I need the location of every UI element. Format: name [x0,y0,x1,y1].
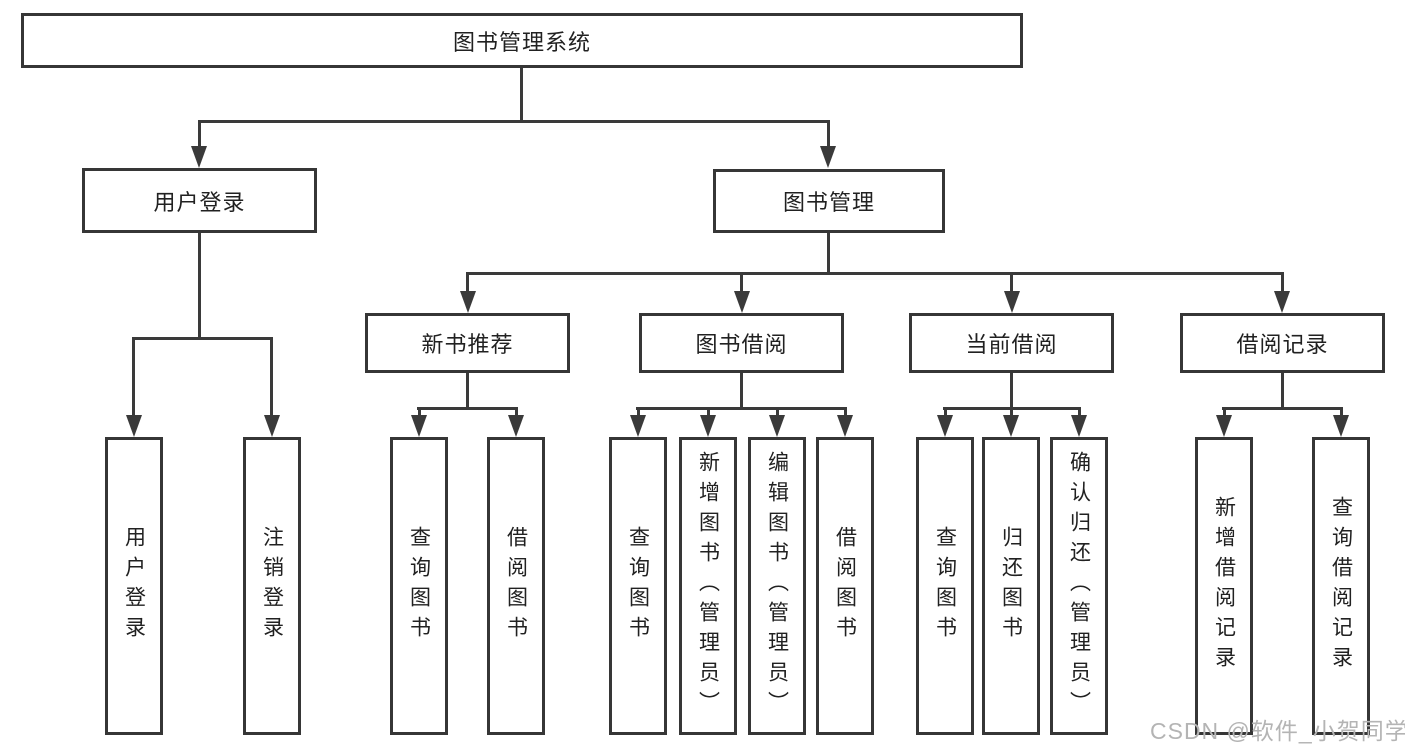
leaf-confirm-return-admin-label: 确认归还（管理员） [1067,451,1091,721]
edge-drop-cb-return [1010,407,1013,417]
edge-drop-recommend-query [418,407,421,417]
arrowhead-user-login [191,146,207,168]
edge-root-trunk [520,68,523,120]
leaf-return-books-label: 归还图书 [999,526,1023,646]
edge-drop-book-borrowing [740,272,743,293]
node-book-management: 图书管理 [713,169,945,233]
edge-drop-cb-query [944,407,947,417]
leaf-borrowing-query-books: 查询图书 [609,437,667,735]
node-borrowing-records: 借阅记录 [1180,313,1385,373]
node-borrowing-records-label: 借阅记录 [1236,332,1329,357]
node-book-management-label: 图书管理 [782,190,875,215]
edge-recommend-bus [417,407,517,410]
node-user-login: 用户登录 [82,168,317,233]
leaf-borrowing-borrow-books: 借阅图书 [816,437,874,735]
leaf-edit-books-admin-label: 编辑图书（管理员） [765,451,789,721]
node-root-label: 图书管理系统 [452,29,591,55]
edge-user-login-bus [132,337,273,340]
edge-recommend-trunk [466,373,469,407]
arrowhead-recommend-borrow [508,415,524,437]
edge-drop-br-add [1223,407,1226,417]
leaf-return-books: 归还图书 [982,437,1040,735]
leaf-query-borrow-record: 查询借阅记录 [1312,437,1370,735]
arrowhead-leaf-user-login [126,415,142,437]
edge-drop-bb-borrow [844,407,847,417]
node-new-book-recommend-label: 新书推荐 [421,332,514,357]
edge-borrowing-bus [636,407,846,410]
edge-records-bus [1222,407,1342,410]
arrowhead-cb-return [1003,415,1019,437]
edge-drop-borrowing-records [1281,272,1284,293]
leaf-query-borrow-record-label: 查询借阅记录 [1329,496,1353,676]
leaf-recommend-query-books: 查询图书 [390,437,448,735]
leaf-add-borrow-record-label: 新增借阅记录 [1212,496,1236,676]
node-current-borrowing: 当前借阅 [909,313,1114,373]
arrowhead-br-query [1333,415,1349,437]
leaf-current-query-books-label: 查询图书 [933,526,957,646]
arrowhead-br-add [1216,415,1232,437]
arrowhead-bb-edit [769,415,785,437]
arrowhead-borrowing-records [1274,291,1290,313]
edge-drop-leaf-logout [270,337,273,417]
edge-drop-bb-add [707,407,710,417]
edge-drop-br-query [1340,407,1343,417]
leaf-recommend-borrow-books: 借阅图书 [487,437,545,735]
leaf-logout-label: 注销登录 [260,526,284,646]
leaf-recommend-borrow-books-label: 借阅图书 [504,526,528,646]
arrowhead-book-management [820,146,836,168]
node-current-borrowing-label: 当前借阅 [965,332,1058,357]
leaf-borrowing-borrow-books-label: 借阅图书 [833,526,857,646]
edge-drop-new-book-recommend [466,272,469,293]
arrowhead-bb-query [630,415,646,437]
arrowhead-new-book-recommend [460,291,476,313]
edge-records-trunk [1281,373,1284,407]
node-book-borrowing-label: 图书借阅 [695,332,788,357]
arrowhead-bb-borrow [837,415,853,437]
edge-drop-cb-confirm [1078,407,1081,417]
edge-drop-book-management [827,120,830,148]
leaf-logout: 注销登录 [243,437,301,735]
edge-drop-user-login [198,120,201,148]
edge-drop-current-borrowing [1010,272,1013,293]
node-new-book-recommend: 新书推荐 [365,313,570,373]
arrowhead-bb-add [700,415,716,437]
node-root: 图书管理系统 [21,13,1023,68]
edge-drop-bb-query [637,407,640,417]
leaf-edit-books-admin: 编辑图书（管理员） [748,437,806,735]
edge-drop-bb-edit [776,407,779,417]
leaf-add-books-admin-label: 新增图书（管理员） [696,451,720,721]
node-user-login-label: 用户登录 [153,189,246,215]
leaf-borrowing-query-books-label: 查询图书 [626,526,650,646]
arrowhead-book-borrowing [734,291,750,313]
leaf-add-borrow-record: 新增借阅记录 [1195,437,1253,735]
edge-drop-leaf-user-login [132,337,135,417]
edge-current-trunk [1010,373,1013,407]
edge-level1-bus [198,120,830,123]
edge-book-management-trunk [827,232,830,272]
leaf-confirm-return-admin: 确认归还（管理员） [1050,437,1108,735]
arrowhead-current-borrowing [1004,291,1020,313]
edge-borrowing-trunk [740,373,743,407]
edge-level3-bus [466,272,1283,275]
leaf-user-login-label: 用户登录 [122,526,146,646]
node-book-borrowing: 图书借阅 [639,313,844,373]
leaf-recommend-query-books-label: 查询图书 [407,526,431,646]
arrowhead-cb-confirm [1071,415,1087,437]
leaf-user-login: 用户登录 [105,437,163,735]
edge-drop-recommend-borrow [515,407,518,417]
edge-user-login-trunk [198,232,201,337]
csdn-watermark: CSDN @软件_小贺同学 [1150,718,1405,744]
arrowhead-cb-query [937,415,953,437]
leaf-current-query-books: 查询图书 [916,437,974,735]
leaf-add-books-admin: 新增图书（管理员） [679,437,737,735]
arrowhead-leaf-logout [264,415,280,437]
arrowhead-recommend-query [411,415,427,437]
